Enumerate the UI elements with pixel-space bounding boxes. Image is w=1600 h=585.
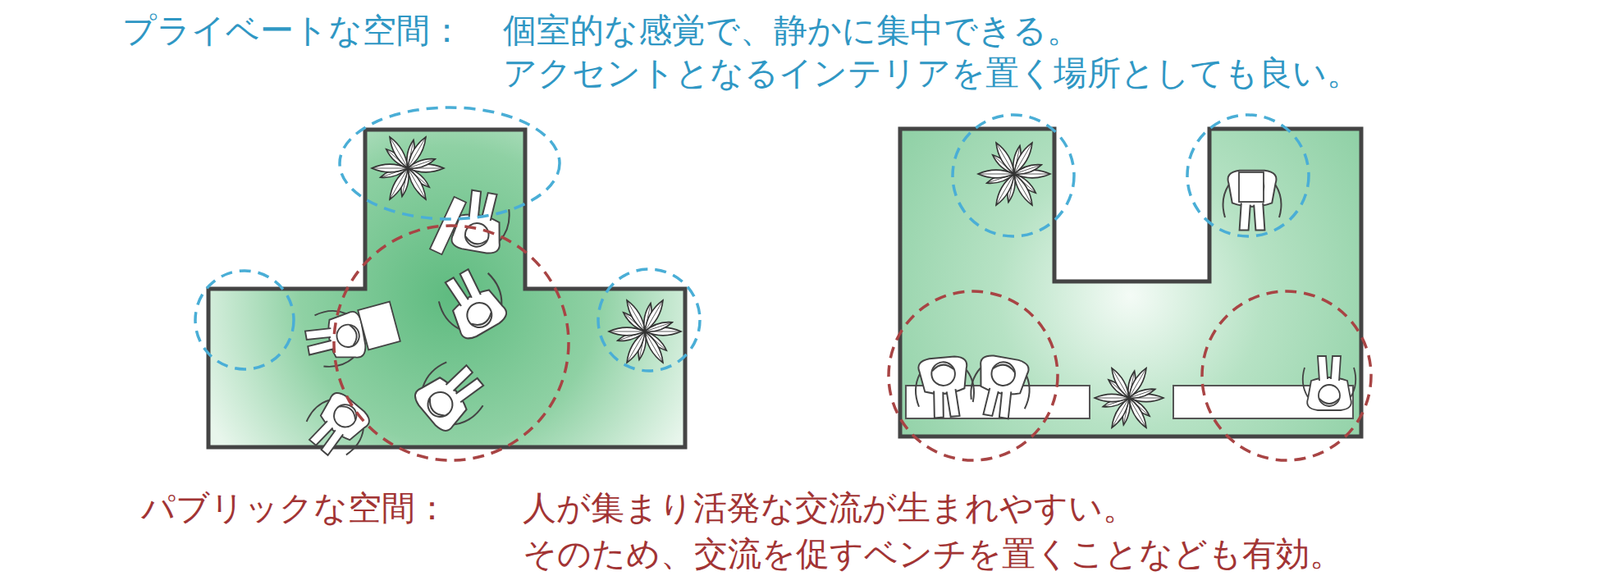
person	[913, 355, 977, 421]
leaf	[389, 137, 408, 169]
hair	[471, 312, 494, 330]
hair	[339, 402, 359, 421]
plants	[371, 137, 1164, 428]
head	[462, 298, 497, 333]
leaf-vein	[407, 159, 435, 169]
leaf-vein	[978, 173, 1015, 175]
legs	[445, 269, 483, 307]
legs	[932, 388, 960, 419]
leaf	[407, 159, 435, 170]
private-zone	[339, 107, 560, 220]
zone-note: 個室的な感覚で、静かに集中できる。	[502, 11, 1081, 51]
person	[297, 386, 376, 467]
zone-note: そのため、交流を促すベンチを置くことなども有効。	[522, 534, 1344, 574]
person	[407, 352, 495, 439]
people	[297, 170, 1356, 466]
leaf-vein	[407, 168, 426, 200]
legs	[305, 326, 335, 355]
leaf	[1014, 164, 1042, 175]
person	[1302, 356, 1357, 411]
leaf-vein	[644, 322, 672, 332]
public-zone	[1202, 291, 1372, 461]
leaf-vein	[1111, 368, 1130, 398]
zone-note: 人が集まり活発な交流が生まれやすい。	[522, 489, 1137, 528]
private-zone	[195, 270, 294, 370]
hair	[1319, 398, 1340, 404]
person	[967, 352, 1035, 422]
leaf-vein	[996, 142, 1015, 174]
private-zone	[952, 114, 1075, 237]
bench	[1173, 385, 1354, 419]
private-zone	[598, 269, 700, 371]
leaf-vein	[389, 137, 408, 169]
plant	[978, 142, 1051, 206]
leaf-vein	[1129, 388, 1156, 398]
person	[1223, 170, 1282, 231]
leaf	[626, 300, 645, 332]
notebook	[357, 301, 401, 351]
arms	[305, 396, 368, 456]
leaf	[1129, 388, 1156, 398]
hair	[425, 397, 445, 420]
public-zone	[888, 291, 1058, 461]
leaf-vein	[371, 168, 408, 170]
leaf-vein	[626, 300, 645, 332]
leaf	[1014, 173, 1033, 206]
legs	[982, 387, 1013, 419]
head	[989, 360, 1017, 388]
legs	[1239, 202, 1266, 230]
public-zone	[333, 225, 569, 461]
leaf-vein	[644, 331, 663, 363]
leaf	[996, 142, 1015, 174]
private-zone	[1187, 114, 1309, 237]
leaf	[644, 331, 663, 363]
leaf-vein	[1014, 164, 1042, 174]
t-shaped-room	[208, 129, 686, 448]
hair	[932, 364, 955, 372]
leaf-vein	[1094, 397, 1130, 399]
head	[329, 400, 361, 432]
leaf-vein	[1014, 173, 1033, 206]
plant	[608, 300, 682, 363]
person	[430, 260, 515, 346]
leaf-vein	[1129, 397, 1147, 428]
shoulders	[976, 353, 1031, 398]
legs	[1317, 356, 1341, 381]
arms	[419, 360, 485, 429]
head	[422, 387, 458, 422]
hair	[464, 236, 487, 246]
shoulders	[1228, 170, 1277, 207]
u-shaped-room	[900, 128, 1362, 437]
leaf	[407, 168, 426, 200]
head	[334, 322, 362, 349]
leaf	[644, 322, 672, 333]
zone-note: アクセントとなるインテリアを置く場所としても良い。	[502, 54, 1361, 93]
hair	[993, 363, 1016, 373]
zone-heading: パブリックな空間：	[141, 489, 449, 528]
clipboard	[1238, 172, 1264, 202]
shoulders	[918, 355, 970, 396]
head	[930, 361, 956, 387]
hair	[349, 324, 359, 346]
zones	[195, 107, 1372, 461]
leaf-vein	[608, 331, 645, 333]
zone-heading: プライベートな空間：	[122, 11, 464, 51]
leaf	[1129, 397, 1147, 428]
head	[1318, 384, 1340, 407]
leaf	[1111, 368, 1130, 398]
plant	[371, 137, 444, 200]
shoulders	[1307, 377, 1352, 411]
plant	[1094, 368, 1164, 429]
